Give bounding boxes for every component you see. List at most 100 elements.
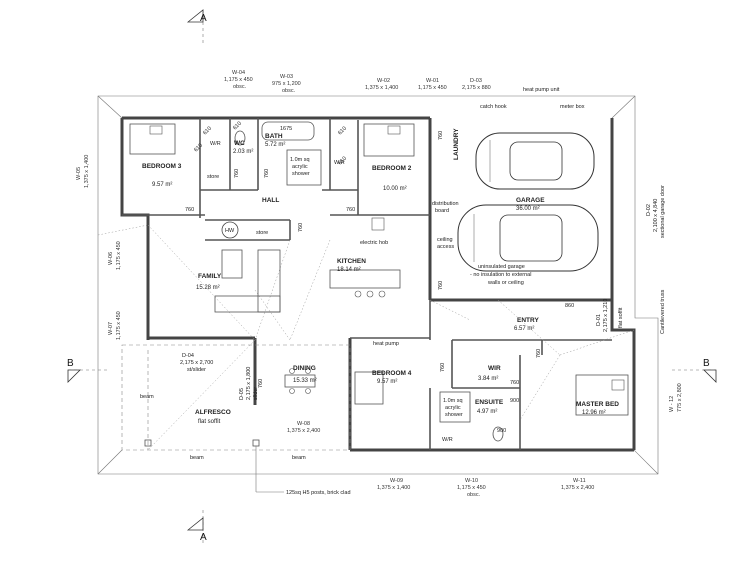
shower-label: 1.0m sq xyxy=(290,157,310,163)
room-name: WC xyxy=(234,140,245,147)
door-label: D-04 xyxy=(182,353,194,359)
door-label: 2,175 x 1,210 xyxy=(603,299,609,332)
shower-label: shower xyxy=(445,412,463,418)
section-marker-b-left: B xyxy=(67,358,110,383)
door-label: D-01 xyxy=(596,314,602,326)
room-area: 36.00 m² xyxy=(516,206,540,212)
dimension-label: 760 xyxy=(258,379,264,388)
dimension-label: 760 xyxy=(536,349,542,358)
store-label: store xyxy=(207,174,219,180)
bed-icon xyxy=(129,123,176,155)
room-area: 15.28 m² xyxy=(196,285,220,291)
dimension-label: 760 xyxy=(510,380,519,386)
room-area: 9.57 m² xyxy=(377,379,397,385)
alfresco-area xyxy=(121,344,351,451)
window-label-w06: W-06 1,175 x 450 xyxy=(108,241,122,270)
door-label: 2,175 x 2,700 xyxy=(180,360,213,366)
wardrobe-label: W/R xyxy=(210,141,221,147)
room-area: 9.57 m² xyxy=(152,182,172,188)
heat-pump-unit-label: heat pump unit xyxy=(523,87,560,93)
dimension-label: 900 xyxy=(510,398,519,404)
dimension-label: 610 xyxy=(337,156,348,167)
wardrobe-label: W/R xyxy=(334,160,345,166)
window-label-w03: W-03 975 x 1,200 obsc. xyxy=(272,74,301,94)
dimension-label: 860 xyxy=(565,303,574,309)
garage-note: - no insulation to external xyxy=(470,272,531,278)
room-name: ENTRY xyxy=(517,317,539,324)
window-label-w11: W-11 1,375 x 2,400 xyxy=(561,478,594,491)
dimension-label: 610 xyxy=(193,143,204,154)
window-label-w05: W-05 1,375 x 1,400 xyxy=(76,155,90,188)
svg-text:W-08: W-08 xyxy=(297,421,310,427)
dimension-label: 760 xyxy=(298,223,304,232)
room-name: KITCHEN xyxy=(337,258,366,265)
door-label: st/slider xyxy=(187,367,206,373)
section-marker-a-top: A xyxy=(186,9,207,45)
svg-text:W-07: W-07 xyxy=(108,322,114,335)
room-name: BEDROOM 3 xyxy=(142,163,182,170)
dimension-label: 760 xyxy=(185,207,194,213)
svg-text:1,175 x 450: 1,175 x 450 xyxy=(224,77,253,83)
door-label: sectional garage door xyxy=(660,185,666,238)
heat-pump-label: heat pump xyxy=(373,341,399,347)
svg-text:1,175 x 450: 1,175 x 450 xyxy=(418,85,447,91)
beam-label: beam xyxy=(190,455,204,461)
interior-walls xyxy=(122,118,612,450)
svg-text:W-05: W-05 xyxy=(76,167,82,180)
section-label: A xyxy=(200,532,207,543)
garage-note: uninsulated garage xyxy=(478,264,525,270)
svg-text:W-04: W-04 xyxy=(232,70,245,76)
dimension-label: 610 xyxy=(337,126,348,137)
svg-text:W - 12: W - 12 xyxy=(669,396,675,412)
section-label: A xyxy=(200,13,207,24)
bath-icon xyxy=(261,121,315,141)
room-name: HALL xyxy=(262,197,279,204)
door-label: slider xyxy=(253,387,259,400)
svg-text:obsc.: obsc. xyxy=(233,84,247,90)
posts-label: 125sq H5 posts, brick clad xyxy=(286,490,351,496)
room-area: 18.14 m² xyxy=(337,267,361,273)
window-label-w08: W-08 1,375 x 2,400 xyxy=(287,421,320,434)
room-name: FAMILY xyxy=(198,273,222,280)
car-icon xyxy=(457,204,599,272)
shower-label: acrylic xyxy=(292,164,308,170)
door-label: 2,175 x 1,800 xyxy=(246,367,252,400)
shower-label: 1.0m sq xyxy=(443,398,463,404)
flat-soffit-label: flat soffit xyxy=(618,307,624,328)
room-name: MASTER BED xyxy=(576,401,619,408)
door-label: 2,100 x 4,840 xyxy=(653,199,659,232)
room-note: flat soffit xyxy=(198,419,221,425)
dimension-label: 760 xyxy=(438,131,444,140)
bed-icon xyxy=(354,371,384,405)
kitchen-island-icon xyxy=(329,217,401,298)
svg-text:W-11: W-11 xyxy=(573,478,586,484)
dimension-label: 760 xyxy=(438,281,444,290)
room-name: ALFRESCO xyxy=(195,409,231,416)
room-area: 4.97 m² xyxy=(477,409,497,415)
shower-label: shower xyxy=(292,171,310,177)
dimension-label: 610 xyxy=(202,126,213,137)
section-marker-a-bottom: A xyxy=(186,510,207,545)
car-icon xyxy=(475,132,595,190)
svg-text:W-10: W-10 xyxy=(465,478,478,484)
room-area: 5.72 m² xyxy=(265,142,285,148)
svg-text:1,375 x 1,400: 1,375 x 1,400 xyxy=(365,85,398,91)
beam-label: beam xyxy=(140,394,154,400)
bed-icon xyxy=(575,374,629,416)
svg-text:W-03: W-03 xyxy=(280,74,293,80)
room-name: ENSUITE xyxy=(475,399,504,406)
room-name: DINING xyxy=(293,365,316,372)
svg-text:2,175 x 880: 2,175 x 880 xyxy=(462,85,491,91)
svg-text:D-03: D-03 xyxy=(470,78,482,84)
room-name: LAUNDRY xyxy=(453,128,460,160)
room-area: 2.03 m² xyxy=(233,149,253,155)
svg-text:W-06: W-06 xyxy=(108,252,114,265)
roof-outline xyxy=(97,95,659,475)
shower-label: acrylic xyxy=(445,405,461,411)
hot-water-cylinder-icon xyxy=(221,221,239,239)
svg-text:1,375 x 1,400: 1,375 x 1,400 xyxy=(377,485,410,491)
room-area: 10.00 m² xyxy=(383,186,407,192)
svg-text:775 x 2,800: 775 x 2,800 xyxy=(677,383,683,412)
catch-hook-label: catch hook xyxy=(480,104,507,110)
